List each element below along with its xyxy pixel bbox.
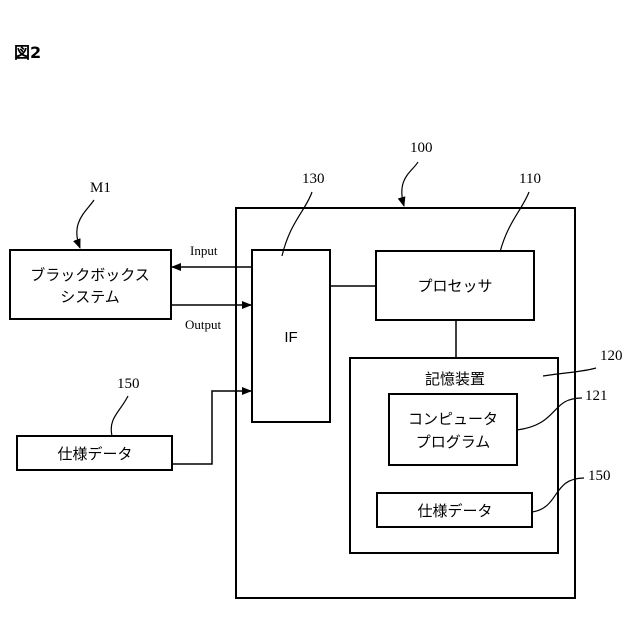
ref-121: 121	[585, 388, 608, 404]
memory-label: 記憶装置	[425, 370, 485, 388]
program-label-line2: プログラム	[416, 433, 491, 451]
leader-150-external	[111, 396, 128, 436]
program-label-line1: コンピュータ	[408, 410, 498, 428]
interface-block: IF	[252, 250, 330, 422]
figure-title: 図2	[14, 43, 41, 62]
interface-label: IF	[284, 329, 297, 346]
leader-m1	[77, 200, 94, 248]
input-label: Input	[190, 243, 218, 258]
blackbox-system: ブラックボックス システム	[10, 250, 171, 319]
processor-label: プロセッサ	[417, 277, 492, 295]
spec-data-external-block: 仕様データ	[17, 436, 172, 470]
output-label: Output	[185, 317, 222, 332]
spec-data-internal-block: 仕様データ	[377, 493, 532, 527]
ref-130: 130	[302, 171, 325, 187]
program-block: コンピュータ プログラム	[389, 394, 517, 465]
spec-data-external-label: 仕様データ	[57, 445, 132, 463]
ref-150-internal: 150	[588, 468, 611, 484]
ref-120: 120	[600, 348, 623, 364]
ref-m1: M1	[90, 180, 111, 196]
spec-data-internal-label: 仕様データ	[417, 502, 492, 520]
blackbox-label-line2: システム	[60, 288, 120, 306]
processor-block: プロセッサ	[376, 251, 534, 320]
ref-110: 110	[519, 171, 541, 187]
ref-100: 100	[410, 140, 433, 156]
leader-100	[402, 162, 418, 206]
ref-150-external: 150	[117, 376, 140, 392]
blackbox-label-line1: ブラックボックス	[30, 266, 150, 284]
